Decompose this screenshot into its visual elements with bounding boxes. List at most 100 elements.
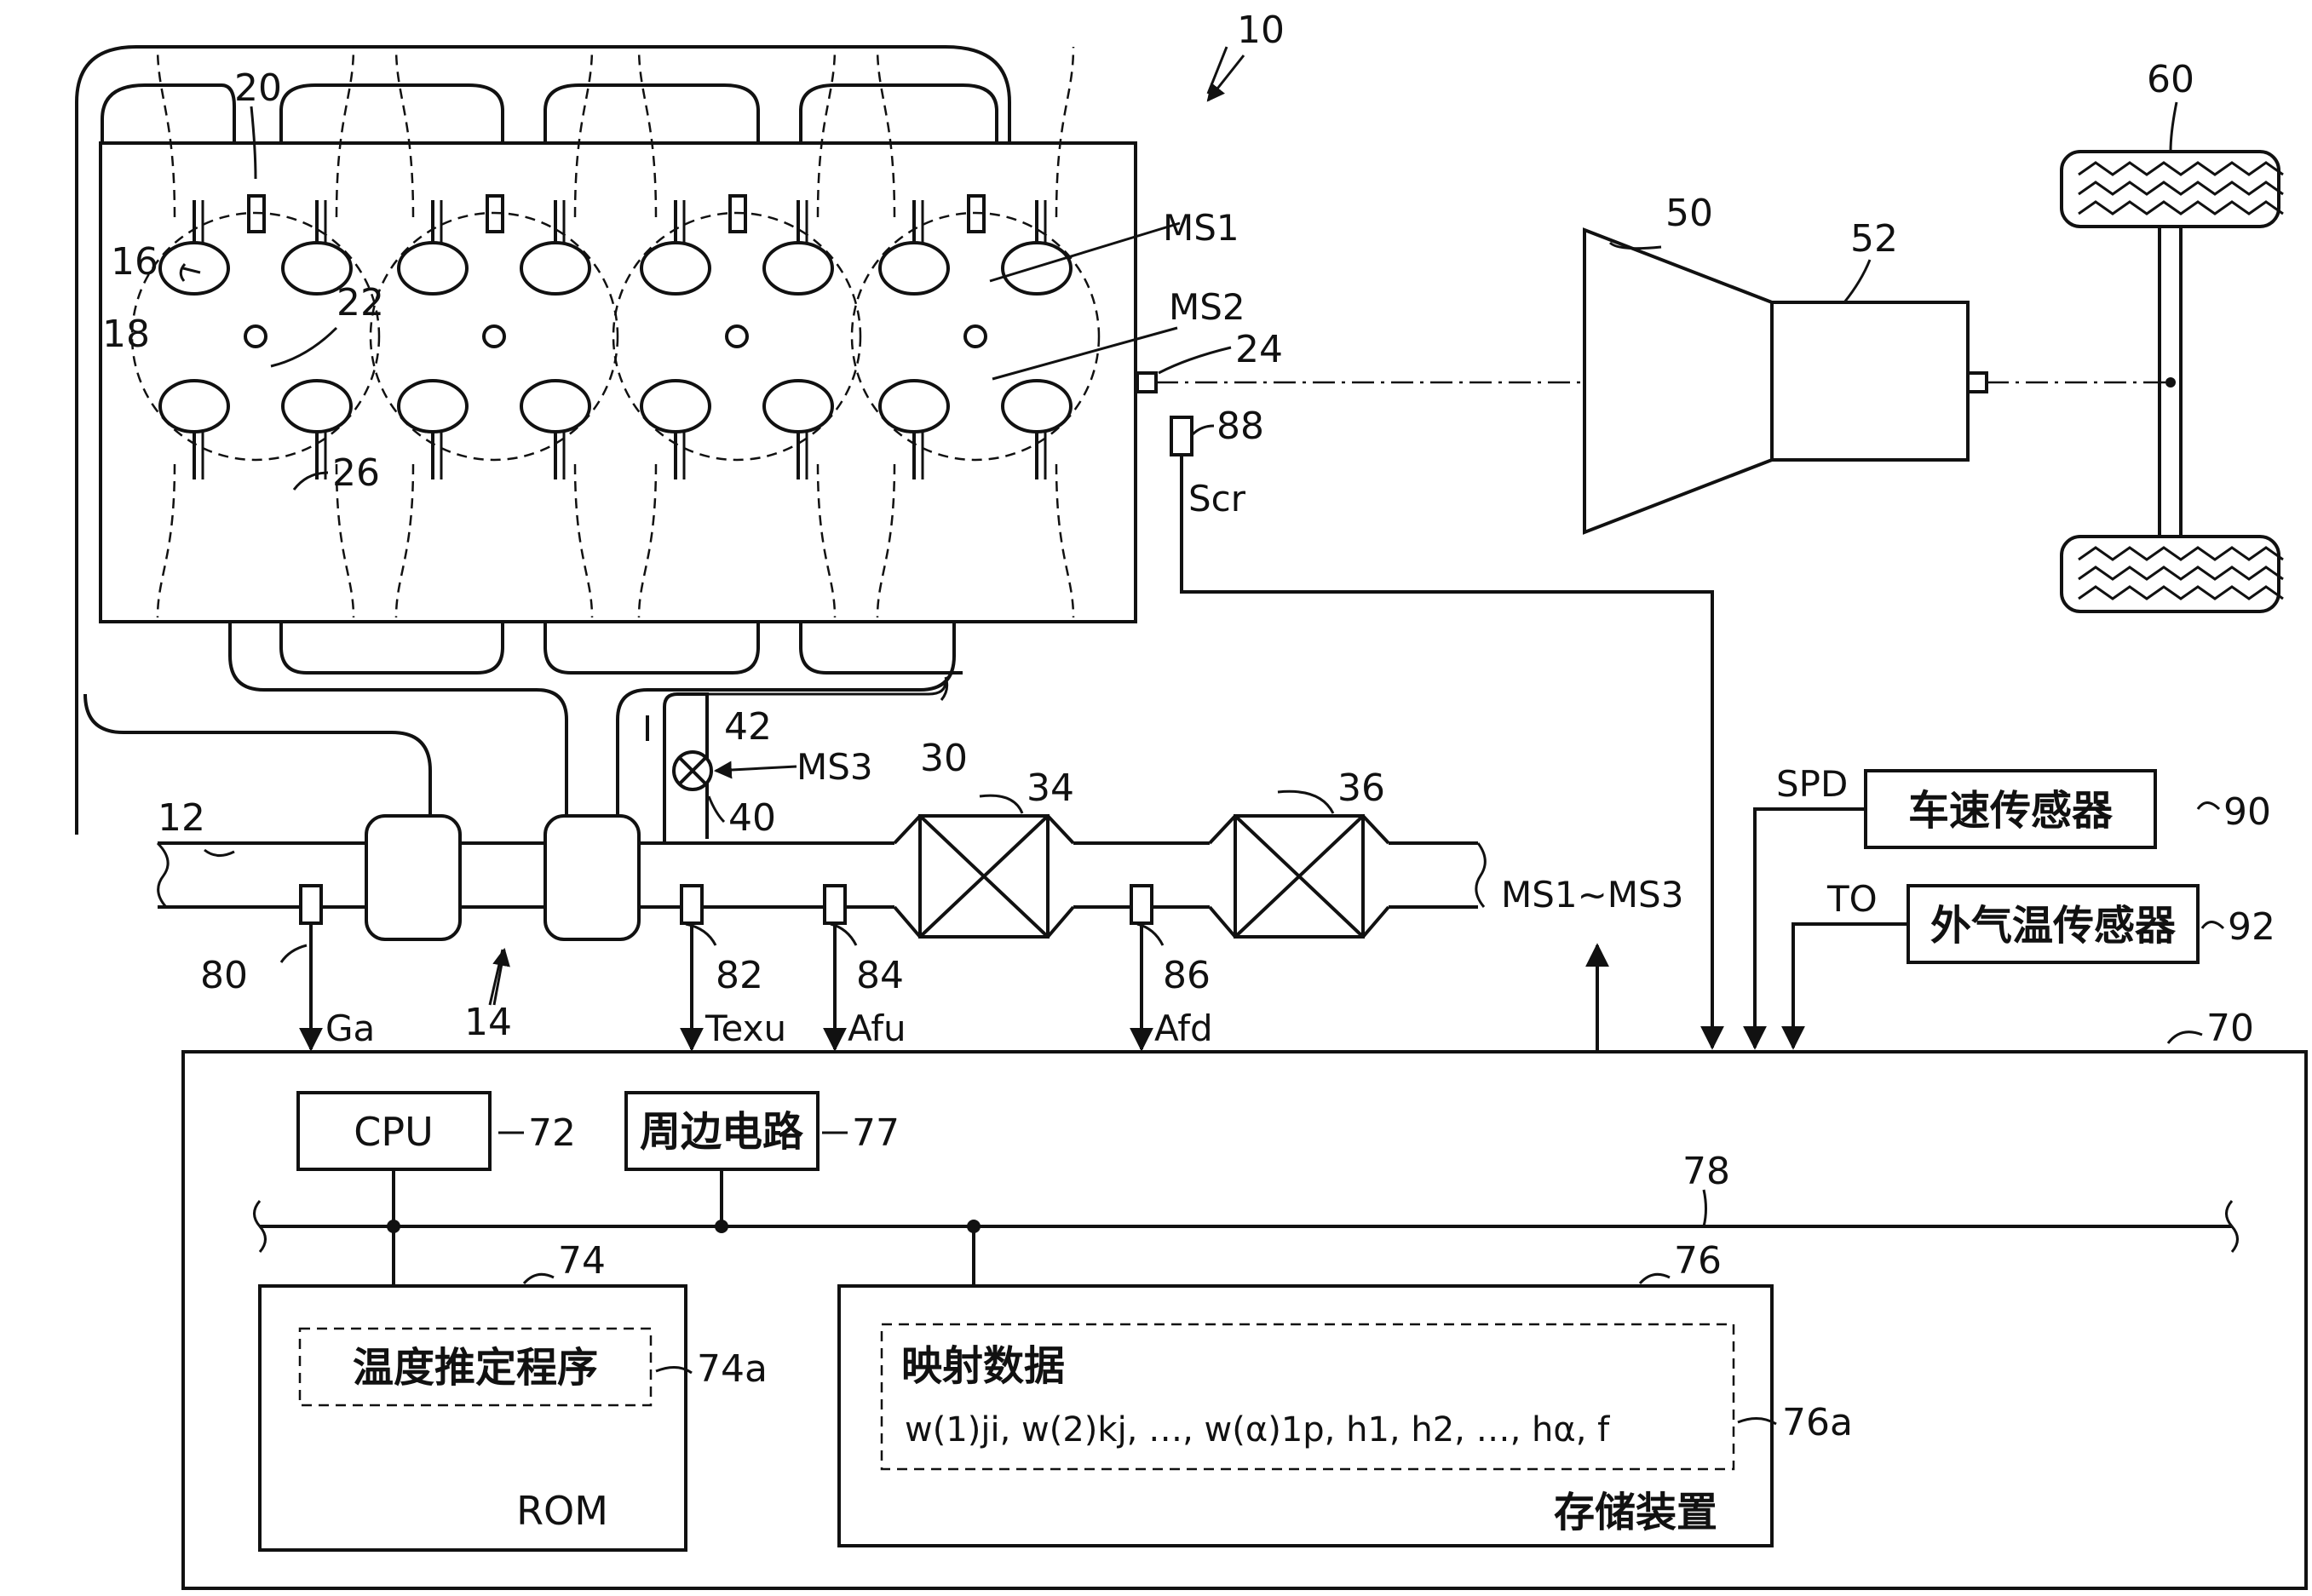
bus-node-storage — [967, 1220, 981, 1233]
bus-break-right — [2225, 1200, 2239, 1253]
cylinder-2 — [369, 45, 619, 619]
ref-74: 74 — [558, 1239, 606, 1283]
wheel-bottom-tread — [2078, 546, 2284, 600]
cpu-label: CPU — [354, 1109, 434, 1155]
rom-label: ROM — [516, 1488, 608, 1534]
ref-74a: 74a — [697, 1347, 768, 1391]
ref-10: 10 — [1237, 9, 1285, 52]
pipe-break-left — [156, 841, 170, 908]
egr-valve-cross — [678, 756, 707, 785]
wheel-bottom — [2060, 535, 2280, 613]
crank-pulley-24 — [1136, 371, 1158, 393]
torque-converter-50 — [1583, 227, 1774, 535]
scr-line — [1180, 455, 1724, 1050]
ref-70: 70 — [2206, 1007, 2254, 1050]
catalyst-36-cross — [1234, 814, 1365, 939]
map-data-title: 映射数据 — [901, 1342, 1065, 1390]
ref-76a: 76a — [1782, 1401, 1853, 1444]
ref-36: 36 — [1337, 766, 1385, 810]
intake-runner-outer — [75, 45, 1011, 835]
spd-line — [1743, 807, 1866, 1050]
ref-16: 16 — [111, 240, 158, 284]
ref-60: 60 — [2147, 58, 2194, 101]
ref-78: 78 — [1682, 1150, 1730, 1193]
output-shaft-joint — [1966, 371, 1988, 393]
ref-14: 14 — [464, 1001, 512, 1044]
map-data-params: w(1)ji, w(2)kj, …, w(α)1p, h1, h2, …, hα… — [905, 1410, 1610, 1450]
pipe-break-right — [1475, 842, 1487, 908]
axle — [2158, 227, 2183, 537]
signal-ms2: MS2 — [1169, 286, 1245, 328]
af-sensor-86 — [1130, 884, 1153, 925]
temp-program-box — [298, 1327, 653, 1407]
catalyst-34-cross — [918, 814, 1050, 939]
ref-42: 42 — [724, 705, 772, 749]
engine-block — [99, 141, 1137, 623]
wheel-top-tread — [2078, 161, 2284, 215]
ecu-70 — [181, 1050, 2308, 1590]
cylinder-1 — [130, 45, 381, 619]
to-line — [1781, 922, 1908, 1050]
leaders — [179, 46, 2225, 1426]
intake-plenum-upper — [101, 83, 998, 145]
signal-afd: Afd — [1154, 1008, 1213, 1049]
storage-block — [837, 1284, 1774, 1547]
intake-runner-inner — [83, 693, 432, 818]
ref-84: 84 — [856, 954, 904, 997]
ref-86: 86 — [1163, 954, 1211, 997]
signal-ms1: MS1 — [1163, 207, 1239, 249]
temp-program-label: 温度推定程序 — [353, 1344, 598, 1392]
ref-77: 77 — [852, 1111, 900, 1155]
ambient-temp-sensor-label: 外气温传感器 — [1930, 902, 2177, 950]
signal-ms-range: MS1~MS3 — [1501, 874, 1683, 916]
ms3-arrow — [713, 761, 797, 779]
exhaust-manifold — [228, 622, 963, 818]
af-sensor-84 — [823, 884, 847, 925]
bus-break-left — [253, 1200, 267, 1253]
ref-72: 72 — [528, 1111, 576, 1155]
peripheral-circuit-label: 周边电路 — [640, 1108, 804, 1156]
ref-18: 18 — [102, 313, 150, 356]
cylinder-4 — [850, 45, 1101, 619]
ref-88: 88 — [1216, 405, 1264, 448]
signal-afu: Afu — [848, 1008, 906, 1049]
ref-80: 80 — [200, 954, 248, 997]
signal-ms3: MS3 — [797, 746, 873, 788]
arrow-14 — [492, 947, 510, 1006]
ref-26: 26 — [332, 451, 380, 495]
throttle-body — [365, 814, 462, 941]
ref-50: 50 — [1665, 192, 1713, 235]
signal-to: TO — [1826, 878, 1878, 920]
ref-92: 92 — [2228, 905, 2275, 949]
signal-ga: Ga — [325, 1008, 375, 1049]
signal-scr: Scr — [1188, 478, 1246, 520]
intake-pipe — [158, 841, 894, 909]
airflow-meter-80 — [299, 884, 323, 925]
ref-34: 34 — [1027, 766, 1074, 810]
ref-30: 30 — [920, 737, 968, 780]
catalyst-34-core — [918, 814, 1050, 939]
ref-20: 20 — [234, 66, 282, 110]
rom-block — [258, 1284, 687, 1552]
map-data-box — [880, 1323, 1735, 1471]
bus-node-peripheral — [715, 1220, 728, 1233]
differential-point — [2165, 377, 2176, 388]
ref-12: 12 — [158, 796, 205, 840]
egr-loop-30 — [707, 680, 947, 696]
vehicle-speed-sensor-label: 车速传感器 — [1908, 787, 2114, 835]
catalyst-36-core — [1234, 814, 1365, 939]
ref-52: 52 — [1850, 217, 1898, 261]
intercooler-egr-junction — [543, 814, 641, 941]
ref-76: 76 — [1674, 1239, 1722, 1283]
ref-22: 22 — [336, 281, 384, 324]
ref-82: 82 — [716, 954, 763, 997]
ref-40: 40 — [728, 796, 776, 840]
transmission-52 — [1770, 301, 1970, 462]
exhaust-temp-sensor-82 — [680, 884, 704, 925]
bus-node-cpu — [387, 1220, 400, 1233]
storage-label: 存储装置 — [1554, 1489, 1717, 1536]
arrow-10 — [1206, 55, 1245, 102]
cylinder-3 — [612, 45, 862, 619]
signal-texu: Texu — [705, 1008, 786, 1049]
